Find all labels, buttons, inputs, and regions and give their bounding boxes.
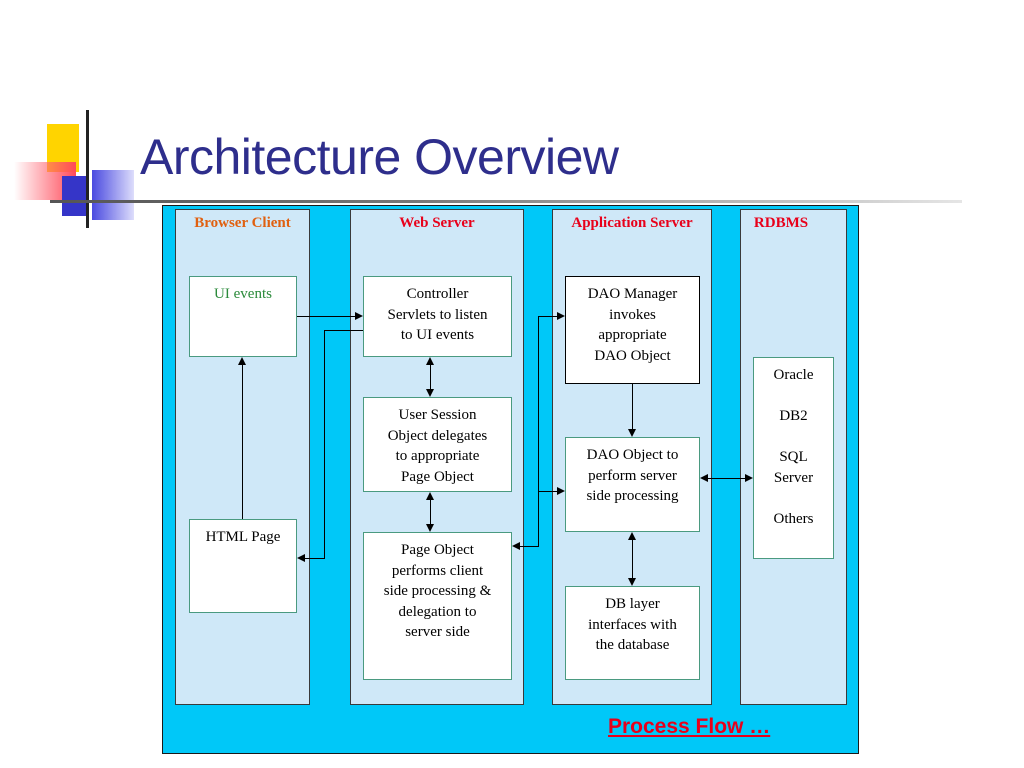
arrowhead-left-htmlpage xyxy=(297,554,305,562)
box-text-line xyxy=(754,427,833,448)
arrowhead-down-pageobject xyxy=(426,524,434,532)
box-text-line xyxy=(754,386,833,407)
box-html-page: HTML Page xyxy=(189,519,297,613)
connector-to-daoobject xyxy=(538,491,557,492)
box-text-line: Object delegates xyxy=(387,427,488,444)
arrow-daoobject-dblayer xyxy=(632,540,633,578)
arrow-uievents-to-controller xyxy=(297,316,355,317)
box-text-line: Page Object xyxy=(401,542,474,558)
title-underline-rule xyxy=(50,200,962,203)
header-web-server: Web Server xyxy=(399,215,475,231)
box-dao-object: DAO Object to perform server side processi… xyxy=(565,437,700,532)
box-text-line: side processing xyxy=(586,488,679,504)
box-text-line: delegation to xyxy=(398,603,477,620)
box-text-line: Servlets to listen xyxy=(387,306,488,323)
arrowhead-right-daomanager xyxy=(557,312,565,320)
arrow-controller-to-htmlpage-h2 xyxy=(305,558,325,559)
box-text-line: Controller xyxy=(406,286,469,302)
connector-bracket-vertical xyxy=(538,316,539,546)
box-text-line: DAO Manager xyxy=(587,286,678,302)
header-rdbms: RDBMS xyxy=(753,215,809,231)
box-text-line: server side xyxy=(405,624,470,640)
box-text-line: to appropriate xyxy=(395,448,480,464)
box-text-line xyxy=(754,488,833,509)
box-text-line: to UI events xyxy=(400,327,475,343)
arrowhead-right-controller xyxy=(355,312,363,320)
box-page-object: Page Object performs client side processin… xyxy=(363,532,512,680)
box-text-line: performs client xyxy=(391,562,484,579)
box-text-line: the database xyxy=(595,637,670,653)
box-ui-events: UI events xyxy=(189,276,297,357)
box-text-line: DB2 xyxy=(779,408,808,424)
arrowhead-down-dblayer xyxy=(628,578,636,586)
arrow-controller-usersession xyxy=(430,365,431,389)
box-db-layer: DB layer interfaces with the database xyxy=(565,586,700,680)
box-text-line: Oracle xyxy=(773,367,814,383)
process-flow-link[interactable]: Process Flow … xyxy=(608,715,771,738)
arrow-daomanager-to-daoobject xyxy=(632,384,633,429)
arrowhead-right-daoobject xyxy=(557,487,565,495)
arrow-usersession-pageobject xyxy=(430,500,431,524)
arrowhead-up-daoobject xyxy=(628,532,636,540)
box-text-line: DB layer xyxy=(605,596,660,612)
arrowhead-up-usersession xyxy=(426,492,434,500)
box-text-line: perform server xyxy=(588,467,677,484)
box-text-line: Others xyxy=(773,510,814,527)
header-browser-client: Browser Client xyxy=(194,215,291,231)
box-text-line: interfaces with xyxy=(588,616,677,633)
box-text-line: appropriate xyxy=(598,327,667,343)
arrowhead-up-uievents xyxy=(238,357,246,365)
connector-to-daomanager xyxy=(538,316,557,317)
box-text-line: side processing & xyxy=(383,583,492,599)
box-text-line: DAO Object xyxy=(594,347,671,364)
title-accent-blue-square xyxy=(92,170,134,220)
arrowhead-down-daoobject xyxy=(628,429,636,437)
box-text-line: SQL xyxy=(779,449,808,465)
box-text-line: Server xyxy=(773,469,814,486)
slide-title: Architecture Overview xyxy=(140,129,619,185)
header-application-server: Application Server xyxy=(571,215,693,231)
title-accent-blue-small xyxy=(62,176,88,216)
arrow-daoobject-databases xyxy=(708,478,745,479)
arrowhead-down-usersession xyxy=(426,389,434,397)
box-text-line: invokes xyxy=(609,306,656,323)
arrowhead-right-databases xyxy=(745,474,753,482)
arrow-controller-to-htmlpage-v xyxy=(324,330,325,558)
box-text-line: User Session xyxy=(398,407,477,423)
arrow-htmlpage-to-uievents xyxy=(242,365,243,519)
box-text-line: Page Object xyxy=(401,468,474,485)
box-text-line: DAO Object to xyxy=(586,447,679,463)
arrowhead-left-pageobject xyxy=(512,542,520,550)
arrowhead-left-daoobject xyxy=(700,474,708,482)
connector-to-pageobject xyxy=(520,546,539,547)
arrow-controller-to-htmlpage-h1 xyxy=(324,330,363,331)
title-accent-vertical-line xyxy=(86,110,89,228)
arrowhead-up-controller xyxy=(426,357,434,365)
